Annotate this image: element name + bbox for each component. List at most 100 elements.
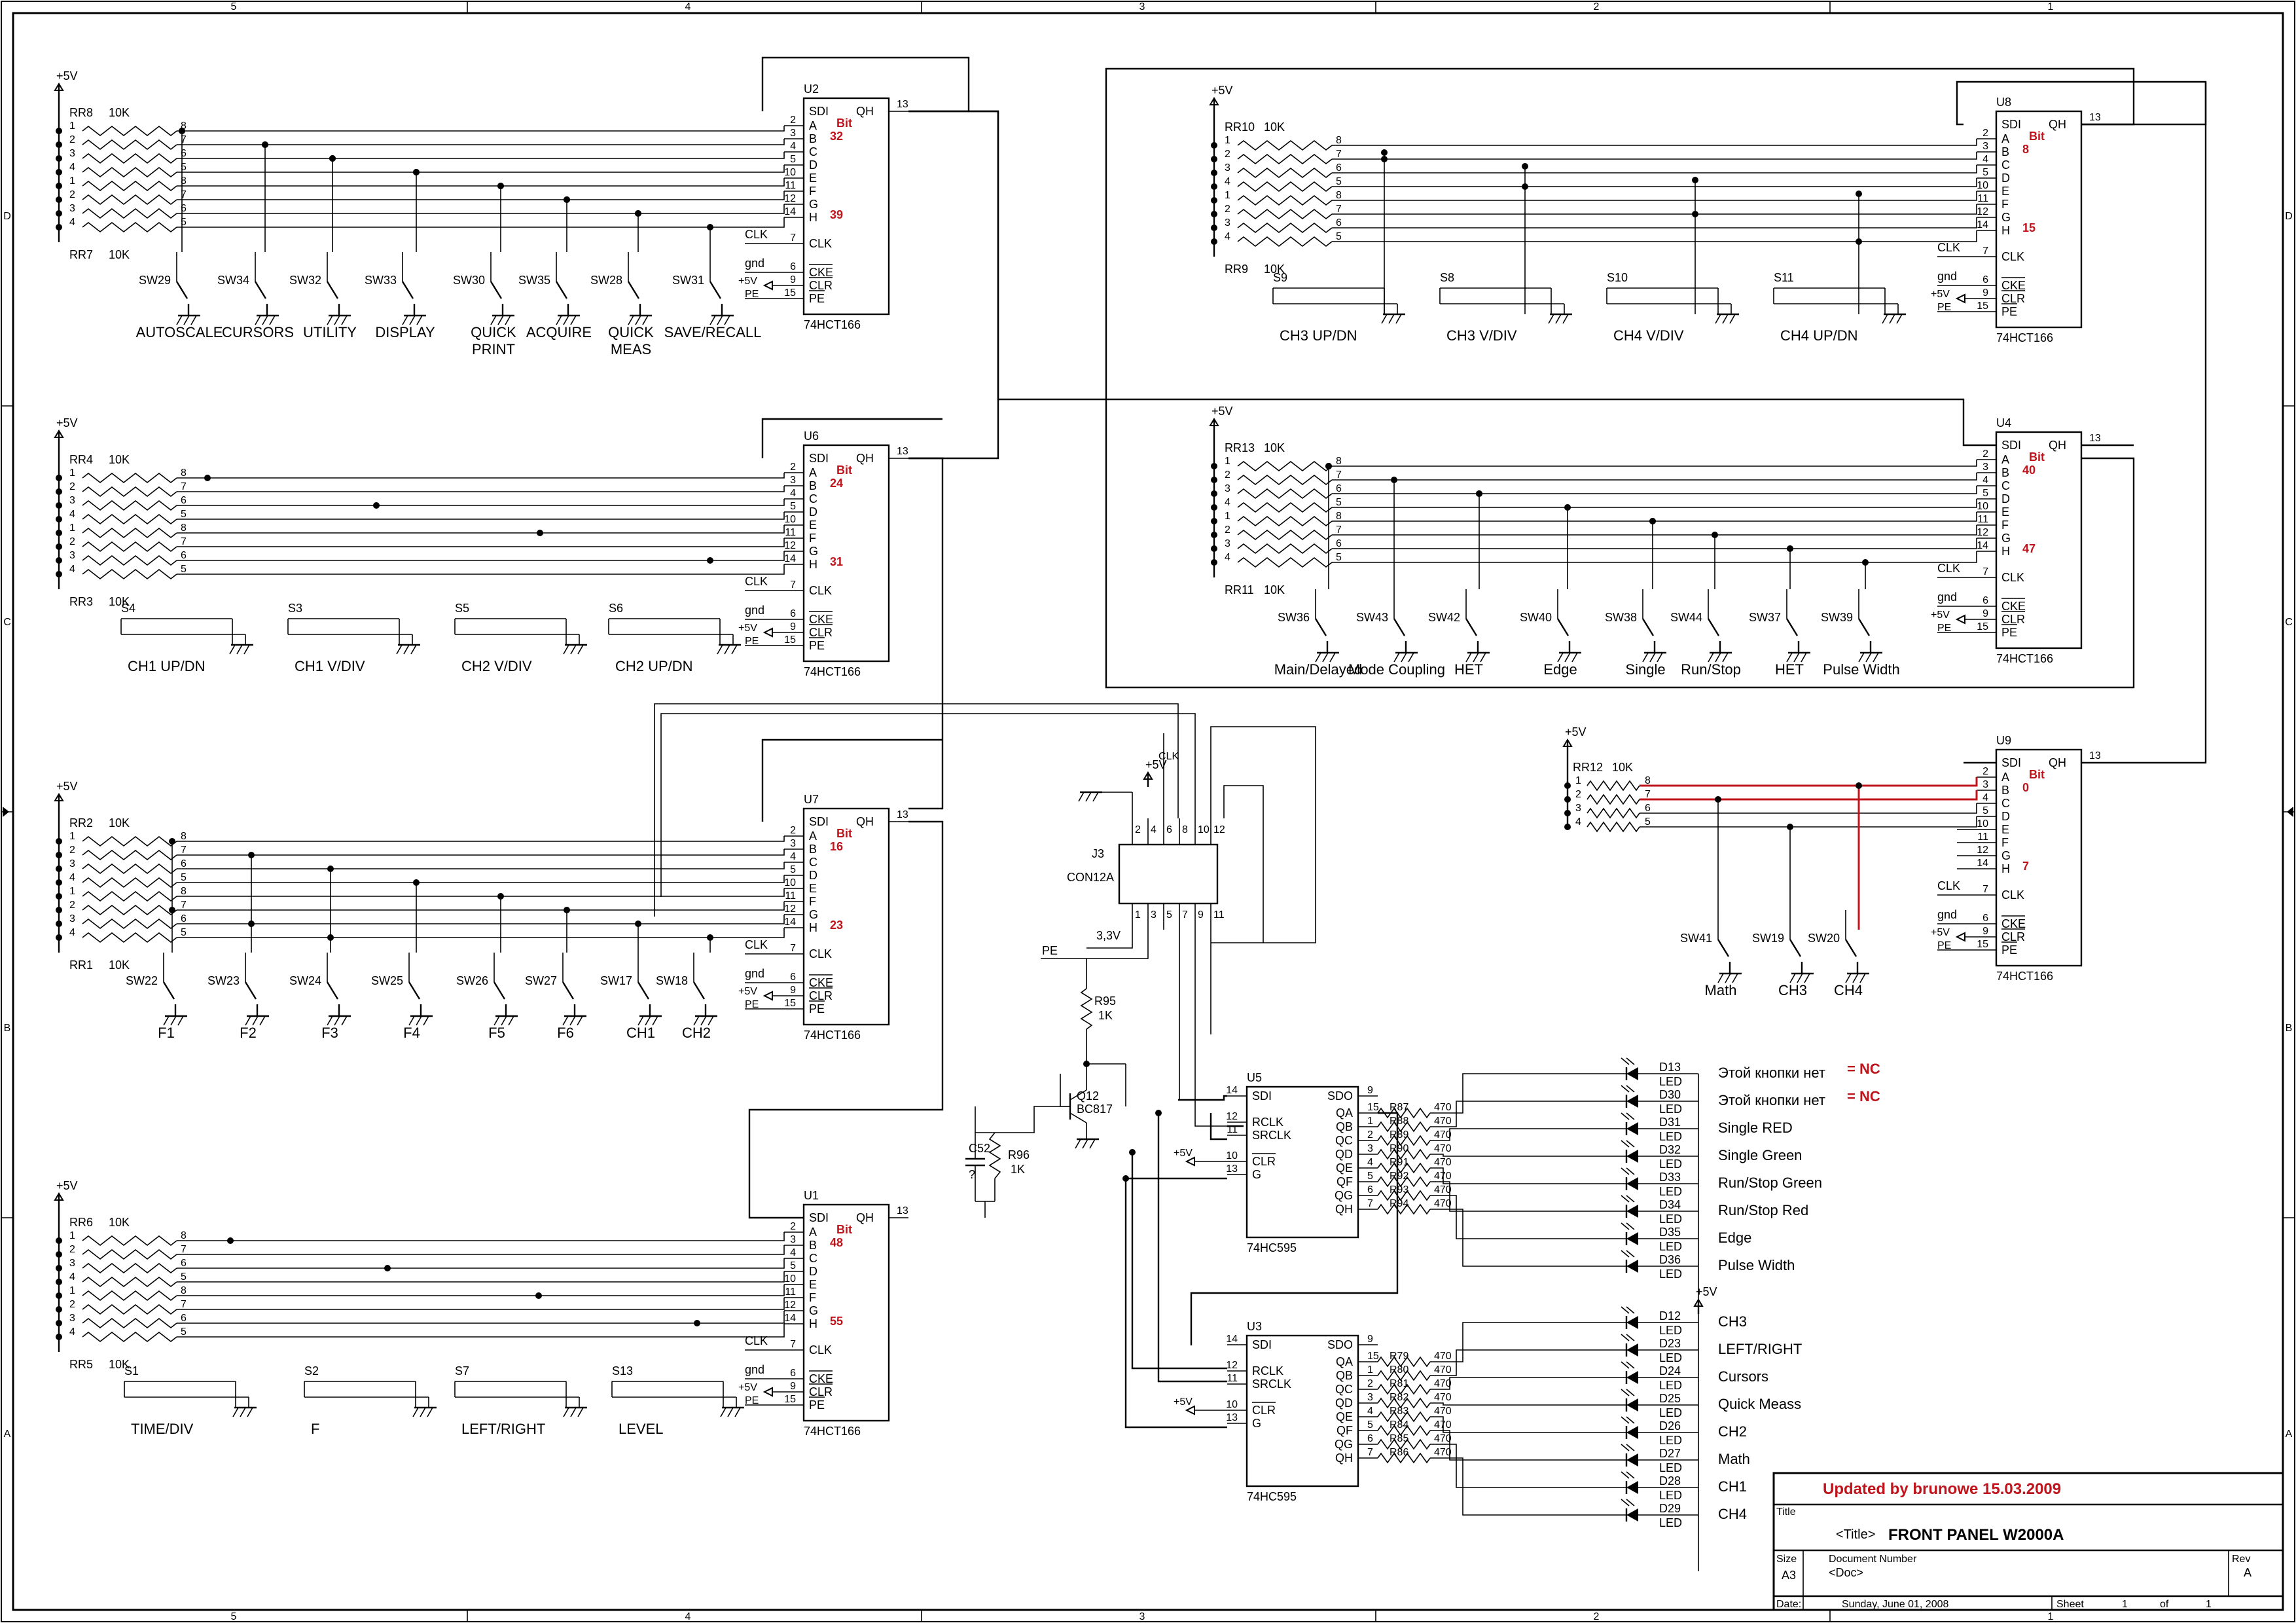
wire: [1332, 538, 1977, 549]
pin-name: C: [2001, 479, 2010, 492]
pin-number: 11: [1977, 831, 1988, 843]
net-label: CLK: [1158, 751, 1179, 762]
frame-row-label: A: [4, 1429, 11, 1440]
switch-label: Single: [1625, 661, 1665, 678]
led-diode: [1626, 1426, 1638, 1439]
wire: [1852, 973, 1859, 983]
net-label: PE: [1937, 623, 1951, 634]
resistor-zigzag: [82, 918, 177, 930]
ground-symbol: [1717, 972, 1742, 983]
pin-number: 1: [1225, 456, 1230, 467]
switch-ref: SW43: [1356, 611, 1388, 624]
switch-ref: SW23: [207, 974, 240, 987]
switch-label: Edge: [1543, 661, 1577, 678]
pin-name: QH: [2049, 118, 2066, 131]
net-label: gnd: [745, 967, 764, 980]
wire: [569, 1015, 576, 1026]
pin-number: 2: [1367, 1378, 1373, 1389]
wire: [177, 1324, 785, 1338]
pin-name: SDI: [2001, 439, 2021, 452]
pin-number: 2: [69, 845, 75, 856]
wire: [262, 315, 268, 325]
wire: [1314, 618, 1327, 636]
pin-name: CLR: [2001, 930, 2025, 943]
resistor-zigzag: [82, 180, 177, 192]
wire: [1722, 314, 1729, 324]
junction-dot: [56, 543, 62, 550]
ground-symbol: [562, 1015, 586, 1026]
wire: [177, 836, 785, 842]
pin-name: D: [809, 505, 817, 519]
pin-number: 5: [181, 872, 187, 883]
pin-number: 11: [1213, 909, 1225, 921]
wire: [177, 888, 785, 897]
switch-ref: SW39: [1821, 611, 1853, 624]
led-label: Этой кнопки нет: [1718, 1065, 1825, 1081]
bit-index: 40: [2022, 464, 2036, 477]
led-label: Quick Meass: [1718, 1396, 1801, 1412]
wire: [709, 315, 716, 325]
wire: [1548, 314, 1554, 324]
pin-number: 3: [69, 1258, 75, 1269]
pin-name: D: [809, 158, 817, 172]
resistor-zigzag: [1377, 1203, 1431, 1215]
encoder-ref: S6: [609, 602, 623, 615]
bit-index: 24: [830, 477, 843, 490]
wire: [177, 499, 785, 506]
junction-dot: [1856, 782, 1862, 789]
wire: [177, 928, 785, 938]
wire: [1332, 551, 1977, 563]
bit-index: 55: [830, 1315, 843, 1328]
net-label: +5V: [1931, 927, 1950, 938]
switch-label: PRINT: [472, 341, 515, 357]
wire: [508, 1015, 514, 1026]
junction-dot: [56, 1334, 62, 1340]
resistor-zigzag: [1587, 807, 1640, 819]
wire: [409, 315, 416, 325]
resnet-value: 10K: [109, 248, 130, 261]
pin-name: B: [809, 1239, 817, 1252]
pin-number: 6: [181, 550, 187, 561]
led-label: Math: [1718, 1451, 1750, 1467]
pin-number: 8: [1645, 775, 1651, 786]
pin-name: SDI: [809, 105, 829, 118]
chip-body: [1246, 1334, 1359, 1487]
pin-number: 6: [181, 913, 187, 924]
wire: [1626, 1444, 1635, 1451]
wire: [1315, 652, 1321, 663]
led-type: LED: [1659, 1324, 1682, 1337]
pin-name: SDI: [2001, 756, 2021, 769]
pin-number: 9: [1982, 926, 1988, 937]
wire: [341, 315, 348, 325]
wire: [908, 110, 1996, 447]
pin-number: 6: [181, 1313, 187, 1324]
pin-name: SDO: [1327, 1089, 1353, 1103]
resistor-value: 470: [1434, 1433, 1452, 1444]
pin-number: 2: [1225, 149, 1230, 160]
pin-number: 11: [785, 1286, 796, 1298]
switch-label: ACQUIRE: [526, 324, 592, 340]
switch-label: MEAS: [611, 341, 651, 357]
resnet-value: 10K: [109, 106, 130, 119]
pin-number: 5: [181, 509, 187, 520]
wire: [627, 281, 640, 299]
ground-symbol: [563, 644, 587, 655]
resistor-zigzag: [1587, 793, 1640, 805]
pin-name: H: [2001, 545, 2010, 558]
resistor-zigzag: [82, 500, 177, 511]
wire: [232, 1407, 239, 1417]
resistor-zigzag: [1237, 529, 1333, 541]
wire: [177, 525, 785, 534]
pin-number: 15: [1367, 1102, 1379, 1113]
wire: [1793, 652, 1800, 663]
wire: [177, 126, 785, 132]
pin-number: 3: [1225, 162, 1230, 173]
wire: [1785, 618, 1799, 636]
resistor-zigzag: [1080, 988, 1093, 1030]
ground-symbol: [176, 314, 200, 325]
